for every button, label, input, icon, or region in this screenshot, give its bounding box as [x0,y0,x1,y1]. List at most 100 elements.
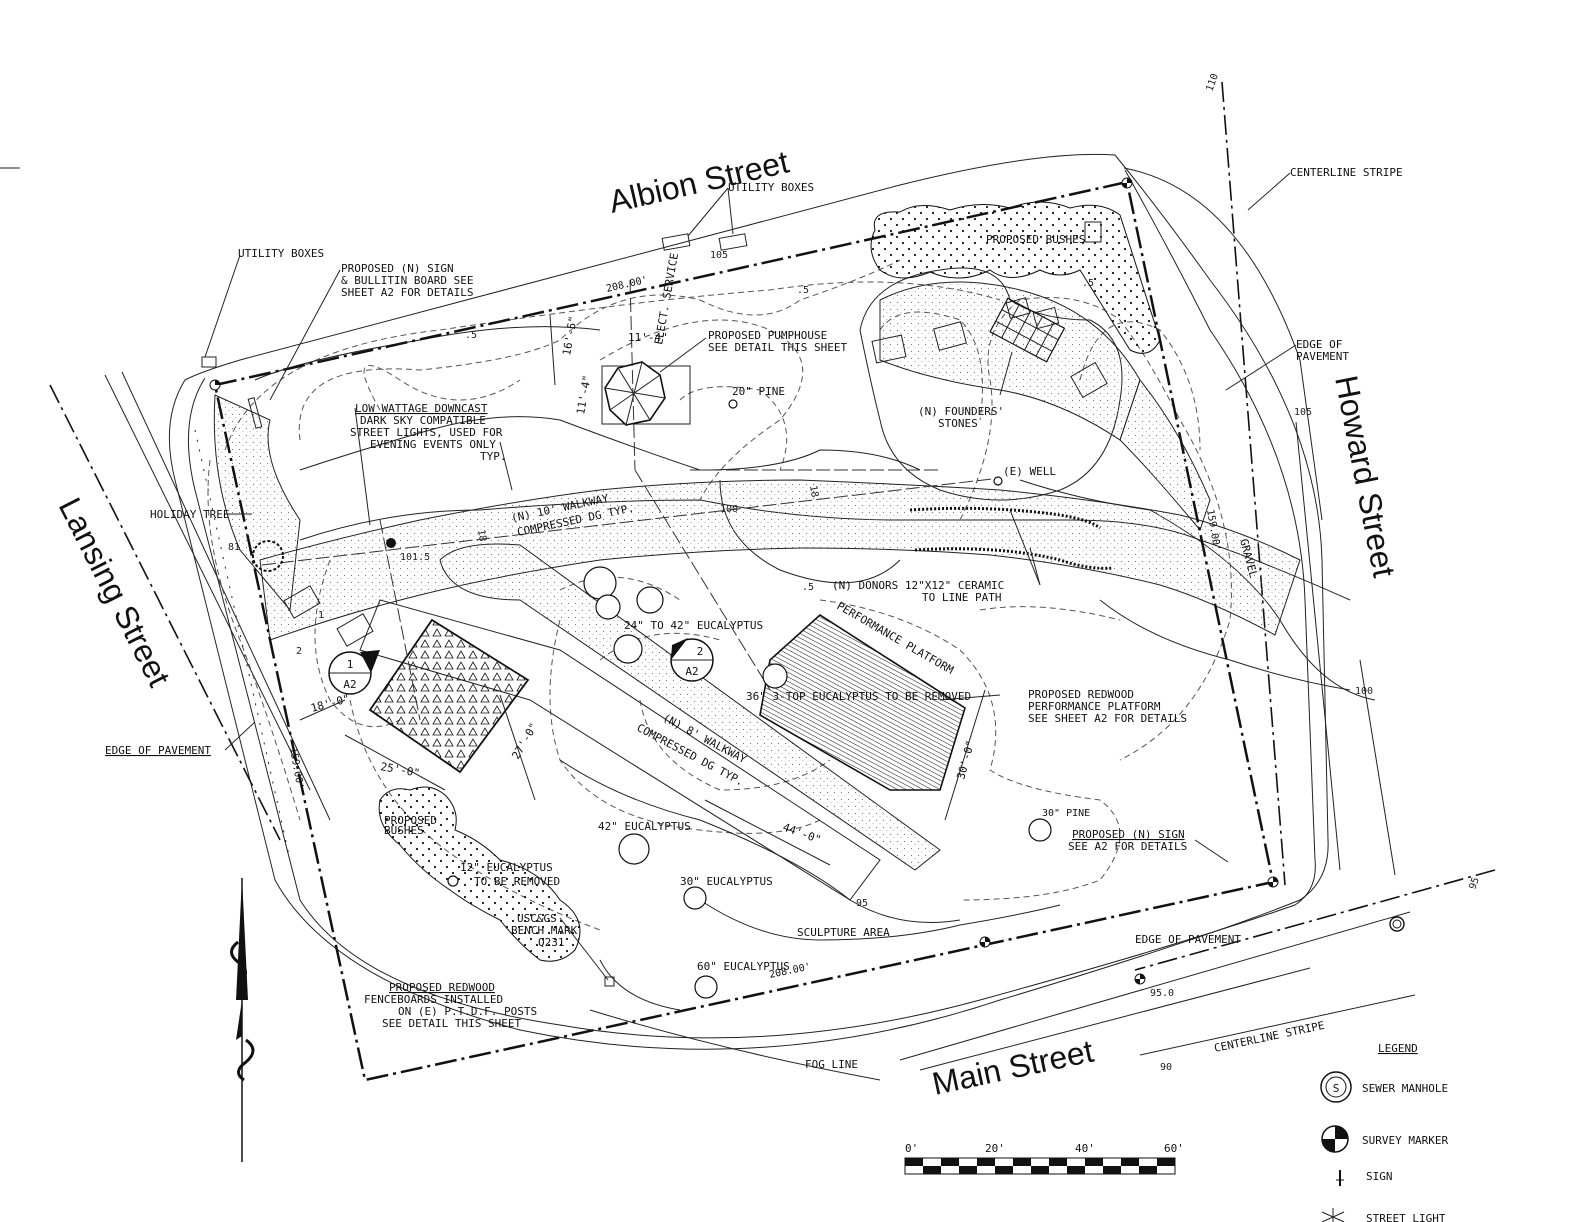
svg-text:S: S [1333,1082,1340,1095]
triangle-pad [368,618,530,774]
label-utility-boxes-top: UTILITY BOXES [728,181,814,194]
scale-cell [959,1166,977,1174]
label-donors-1: (N) DONORS 12"X12" CERAMIC [832,579,1004,592]
elev-95-far: 95 [1467,876,1481,891]
label-redwood-platform-3: SEE SHEET A2 FOR DETAILS [1028,712,1187,725]
survey-marker-icon [1321,1125,1349,1153]
north-arrow [230,878,255,1162]
label-well: (E) WELL [1003,465,1056,478]
scale-cell [1139,1166,1157,1174]
trees [252,399,1052,999]
holiday-tree [252,540,284,572]
scale-cell [1157,1158,1175,1166]
howard-centerline [1221,81,1286,886]
label-lights-3: STREET LIGHTS, USED FOR [350,426,503,439]
label-bushes-bottom-1: PROPOSED [384,814,437,827]
section-marker-2: 2 A2 [670,638,714,682]
dim-27-0: 27'-0" [509,721,540,762]
legend: LEGEND S SEWER MANHOLE SURVEY MARKER SIG… [1320,1042,1448,1222]
label-fence-3: ON (E) P.T.D.F. POSTS [398,1005,537,1018]
legend-survey-marker: SURVEY MARKER [1362,1134,1448,1147]
elev-18b: 18 [475,529,488,543]
elev-100-mid: 100 [720,504,738,515]
label-pine-20: 20" PINE [732,385,785,398]
site-boxes [201,233,748,647]
label-edge-pavement-right-2: PAVEMENT [1296,350,1349,363]
label-benchmark-1: USC&GS [517,912,557,925]
label-euc-12-1: 12" EUCALYPTUS [460,861,553,874]
walkway-8 [439,543,941,871]
label-euc-60: 60" EUCALYPTUS [697,960,790,973]
street-light-icon [1321,1208,1345,1222]
label-redwood-platform-1: PROPOSED REDWOOD [1028,688,1134,701]
pumphouse [601,361,691,426]
label-donors-2: TO LINE PATH [922,591,1001,604]
label-holiday-tree: HOLIDAY TREE [150,508,229,521]
elev-101-5: 101.5 [400,552,430,563]
label-benchmark-3: Q231 [538,936,565,949]
label-euc-42: 42" EUCALYPTUS [598,820,691,833]
label-sign-2: & BULLITIN BOARD SEE [341,274,473,287]
section-2-sheet: A2 [685,665,698,678]
section-1-sheet: A2 [343,678,356,691]
scale-cell [995,1166,1013,1174]
dim-11-4-h: 11'-4" [628,331,668,344]
scale-cell [905,1158,923,1166]
section-marker-1: 1 A2 [328,650,380,695]
dim-top-208: 208.00' [605,275,649,295]
section-1-number: 1 [347,658,354,671]
scale-tick-60: 60' [1164,1142,1184,1155]
label-centerline-bottom: CENTERLINE STRIPE [1213,1019,1326,1055]
curb-lines [168,153,1329,1050]
elev-5b: .5 [797,285,809,296]
road-lines [49,81,1496,1081]
label-founders-1: (N) FOUNDERS' [918,405,1004,418]
label-fence-2: FENCEBOARDS INSTALLED [364,993,503,1006]
scale-cell [977,1158,995,1166]
label-euc-36: 36" 3-TOP EUCALYPTUS TO BE REMOVED [746,690,971,703]
label-lights-5: TYP. [480,450,507,463]
lansing-street-label: Lansing Street [52,492,178,692]
elev-5a: .5 [465,330,477,341]
label-centerline-top: CENTERLINE STRIPE [1290,166,1403,179]
utility-lines [261,279,1001,721]
dim-16-5: 16'-5" [560,315,580,356]
label-sign-2-1: PROPOSED (N) SIGN [1072,828,1185,841]
label-founders-2: STONES [938,417,978,430]
elev-95: 95 [856,898,868,909]
label-euc-30: 30" EUCALYPTUS [680,875,773,888]
scale-cell [923,1166,941,1174]
label-fence-1: PROPOSED REDWOOD [389,981,495,994]
label-edge-pavement-right-1: EDGE OF [1296,338,1342,351]
legend-sign: SIGN [1366,1170,1393,1183]
label-sculpture-area: SCULPTURE AREA [797,926,890,939]
label-pumphouse-2: SEE DETAIL THIS SHEET [708,341,847,354]
scale-cell [1049,1158,1067,1166]
scale-cell [1085,1158,1103,1166]
survey-markers [209,177,1405,987]
walkway-10 [259,479,1301,641]
bush-cluster-top [870,201,1161,354]
elev-5d: .5 [1082,278,1094,289]
bush-cluster-bottom [378,786,581,962]
dim-25-0: 25'-0" [379,760,420,780]
elev-2: 2 [296,646,302,657]
lansing-centerline [49,384,281,841]
elev-5c: .5 [802,582,814,593]
label-bushes-bottom-2: BUSHES [384,824,424,837]
scale-tick-0: 0' [905,1142,918,1155]
elev-95-0: 95.0 [1150,988,1174,999]
main-centerline [1134,869,1496,971]
scale-cell [1103,1166,1121,1174]
dim-30-0: 30'-0" [954,739,977,781]
label-benchmark-2: BENCH MARK [511,924,578,937]
elev-105-right: 105 [1294,407,1312,418]
leader-lines [204,172,1297,981]
dim-left-159: 159.00' [287,747,305,790]
scale-tick-20: 20' [985,1142,1005,1155]
label-proposed-bushes-top: PROPOSED BUSHES [986,233,1085,246]
fog-line [589,1009,881,1081]
dimension-lines [299,314,986,866]
walkways [213,281,1301,901]
